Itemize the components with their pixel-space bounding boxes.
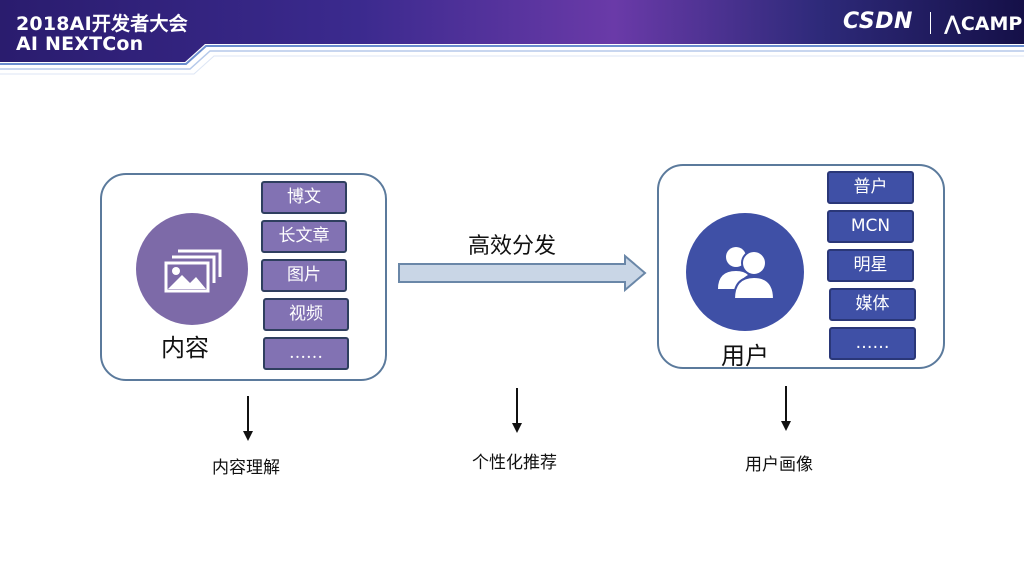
- user-tag-celebrity: 明星: [827, 249, 914, 282]
- distribution-label: 高效分发: [468, 234, 557, 259]
- user-tag-mcn: MCN: [827, 210, 914, 243]
- personalized-recommendation-label: 个性化推荐: [472, 453, 557, 473]
- user-tag-ordinary: 普户: [827, 171, 914, 204]
- camp-logo-mark: ⋀: [944, 11, 961, 35]
- content-tag-long-article: 长文章: [261, 220, 347, 253]
- logo-divider: [930, 12, 931, 34]
- user-profile-label: 用户画像: [745, 455, 813, 475]
- header-banner: [0, 0, 1024, 75]
- content-tag-blog: 博文: [261, 181, 347, 214]
- users-icon: [718, 247, 776, 300]
- user-circle: [686, 213, 804, 331]
- camp-logo-text: CAMP: [960, 13, 1023, 35]
- distribution-arrow: [398, 254, 647, 293]
- images-icon: [164, 249, 222, 293]
- user-label: 用户: [721, 342, 769, 370]
- conference-subtitle: AI NEXTCon: [16, 33, 144, 55]
- content-tag-more: ……: [263, 337, 349, 370]
- csdn-logo: CSDN: [843, 9, 913, 34]
- down-arrow-user: [781, 386, 791, 431]
- down-arrow-content: [243, 396, 253, 441]
- down-arrow-recommend: [512, 388, 522, 433]
- conference-title: 2018AI开发者大会: [16, 13, 188, 35]
- content-tag-image: 图片: [261, 259, 347, 292]
- user-tag-more: ……: [829, 327, 916, 360]
- content-understanding-label: 内容理解: [212, 458, 280, 478]
- content-tag-video: 视频: [263, 298, 349, 331]
- user-tag-media: 媒体: [829, 288, 916, 321]
- camp-logo: ⋀CAMP: [944, 11, 1022, 35]
- content-circle: [136, 213, 248, 325]
- content-label: 内容: [161, 334, 209, 362]
